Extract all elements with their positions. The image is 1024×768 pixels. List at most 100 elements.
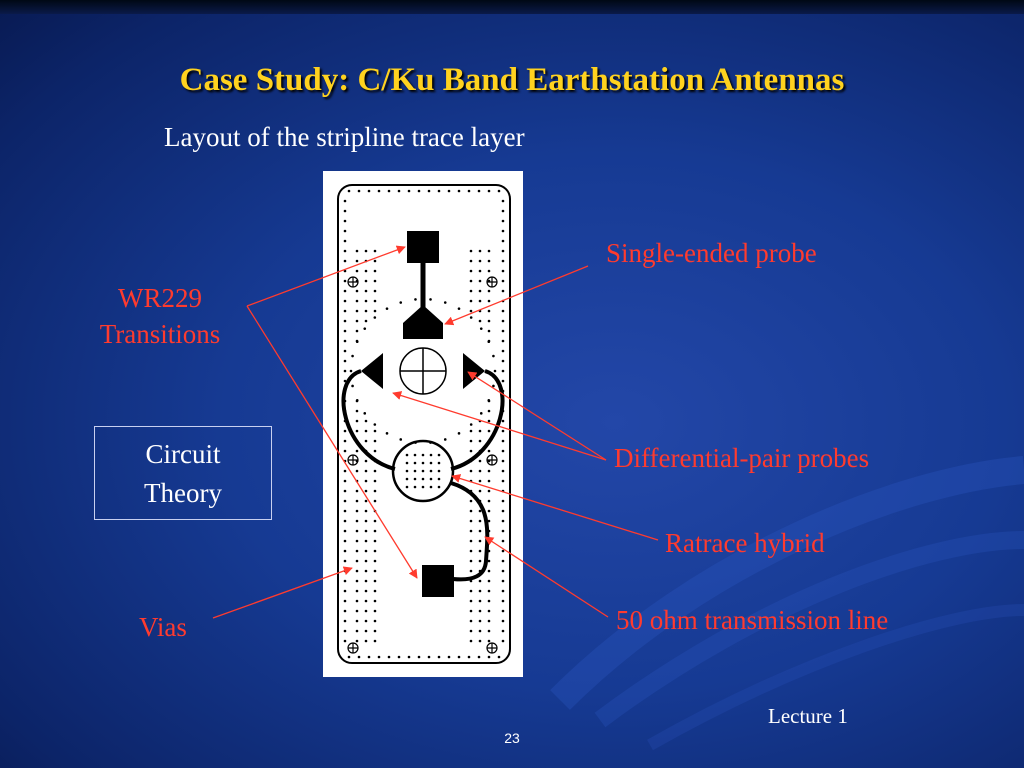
via-dot xyxy=(429,453,433,457)
via-dot xyxy=(469,589,473,593)
via-dot xyxy=(427,655,431,659)
via-dot xyxy=(343,459,347,463)
via-dot xyxy=(357,189,361,193)
via-dot xyxy=(355,559,359,563)
via-dot xyxy=(373,499,377,503)
circuit-theory-line2: Theory xyxy=(144,478,222,508)
via-dot xyxy=(478,479,482,483)
via-dot xyxy=(487,259,491,263)
via-dot xyxy=(501,239,505,243)
via-dot xyxy=(469,423,473,426)
via-dot xyxy=(343,219,347,223)
via-dot xyxy=(343,569,347,573)
via-dot xyxy=(417,655,421,659)
via-dot xyxy=(501,569,505,573)
via-dot xyxy=(343,299,347,303)
via-dot xyxy=(493,369,497,373)
via-dot xyxy=(373,639,377,643)
label-vias: Vias xyxy=(139,612,187,642)
via-dot xyxy=(501,359,505,363)
via-dot xyxy=(367,189,371,193)
via-dot xyxy=(355,259,359,263)
via-dot xyxy=(343,349,347,353)
via-dot xyxy=(364,459,368,463)
via-dot xyxy=(487,419,491,423)
circuit-theory-box[interactable]: Circuit Theory xyxy=(94,426,272,520)
via-dot xyxy=(355,289,359,293)
via-dot xyxy=(501,429,505,433)
via-dot xyxy=(478,559,482,563)
via-dot xyxy=(487,398,491,402)
via-dot xyxy=(457,307,461,310)
via-dot xyxy=(469,529,473,533)
via-dot xyxy=(478,539,482,543)
via-dot xyxy=(343,249,347,253)
via-dot xyxy=(469,279,473,283)
via-dot xyxy=(487,509,491,513)
via-dot xyxy=(355,479,359,483)
via-dot xyxy=(373,559,377,563)
via-dot xyxy=(487,639,491,643)
via-dot xyxy=(355,599,359,603)
via-dot xyxy=(487,479,491,483)
via-dot xyxy=(478,249,482,253)
via-dot xyxy=(443,301,447,304)
via-dot xyxy=(477,189,481,193)
via-dot xyxy=(487,469,491,473)
via-dot xyxy=(377,655,381,659)
via-dot xyxy=(343,549,347,553)
via-dot xyxy=(437,469,441,473)
via-dot xyxy=(364,249,368,253)
via-dot xyxy=(355,589,359,593)
via-dot xyxy=(373,509,377,513)
via-dot xyxy=(501,349,505,353)
via-dot xyxy=(437,461,441,465)
via-dot xyxy=(437,485,441,489)
via-dot xyxy=(478,629,482,633)
via-dot xyxy=(364,609,368,613)
via-dot xyxy=(343,489,347,493)
stripline-layout-figure xyxy=(323,171,523,677)
via-dot xyxy=(478,469,482,473)
via-dot xyxy=(478,619,482,623)
via-dot xyxy=(501,419,505,423)
via-dot xyxy=(421,453,425,457)
via-dot xyxy=(364,289,368,293)
via-dot xyxy=(373,519,377,523)
via-dot xyxy=(501,289,505,293)
via-dot xyxy=(469,549,473,553)
via-dot xyxy=(478,419,482,423)
via-dot xyxy=(469,629,473,633)
via-dot xyxy=(343,239,347,243)
top-bar xyxy=(0,0,1024,14)
via-dot xyxy=(501,469,505,473)
via-dot xyxy=(487,329,491,333)
via-dot xyxy=(469,469,473,473)
via-dot xyxy=(487,499,491,503)
via-dot xyxy=(469,269,473,273)
via-dot xyxy=(355,398,359,402)
via-dot xyxy=(373,529,377,533)
via-dot xyxy=(429,477,433,481)
via-dot xyxy=(478,459,482,463)
footer-lecture: Lecture 1 xyxy=(768,704,848,728)
via-dot xyxy=(385,307,389,310)
via-dot xyxy=(469,289,473,293)
via-dot xyxy=(364,599,368,603)
via-dot xyxy=(501,509,505,513)
via-dot xyxy=(478,589,482,593)
label-ratrace-hybrid: Ratrace hybrid xyxy=(665,528,825,558)
via-dot xyxy=(364,509,368,513)
via-dot xyxy=(364,589,368,593)
via-dot xyxy=(407,655,411,659)
via-dot xyxy=(501,559,505,563)
via-dot xyxy=(373,599,377,603)
via-dot xyxy=(363,327,367,330)
via-dot xyxy=(492,384,495,388)
via-dot xyxy=(501,439,505,443)
via-dot xyxy=(373,589,377,593)
via-dot xyxy=(478,289,482,293)
via-dot xyxy=(429,298,432,301)
via-dot xyxy=(469,509,473,513)
via-dot xyxy=(347,189,351,193)
